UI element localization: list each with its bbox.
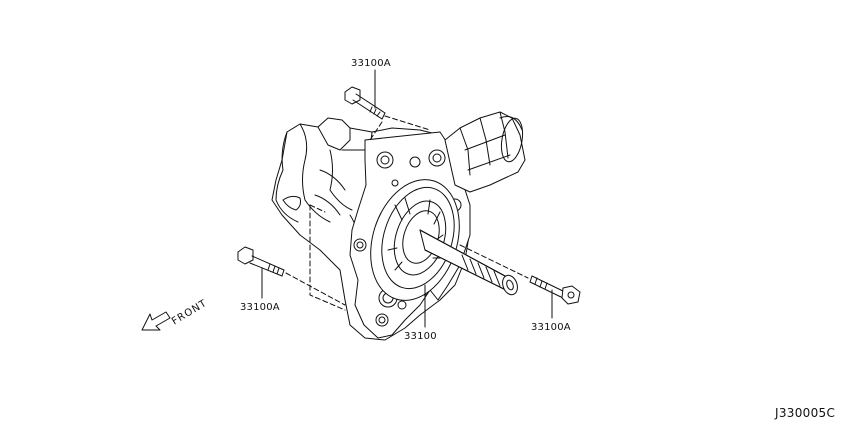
- bolt-top-graphic: [344, 86, 386, 120]
- rear-extension-flange: [444, 111, 526, 193]
- front-arrow: [141, 311, 171, 331]
- diagram-code: J330005C: [775, 406, 836, 420]
- bolt-right-graphic: [529, 275, 581, 305]
- callout-bolt-right: 33100A: [531, 322, 571, 333]
- callout-transfer-assembly: 33100: [404, 331, 437, 342]
- callout-bolt-left: 33100A: [240, 302, 280, 313]
- bolt-left-graphic: [237, 246, 285, 277]
- leader-lines: [261, 69, 553, 328]
- transfer-case-housing: [271, 117, 471, 341]
- callout-bolt-top: 33100A: [351, 58, 391, 69]
- alignment-dashes: [285, 115, 529, 311]
- output-shaft: [419, 229, 518, 296]
